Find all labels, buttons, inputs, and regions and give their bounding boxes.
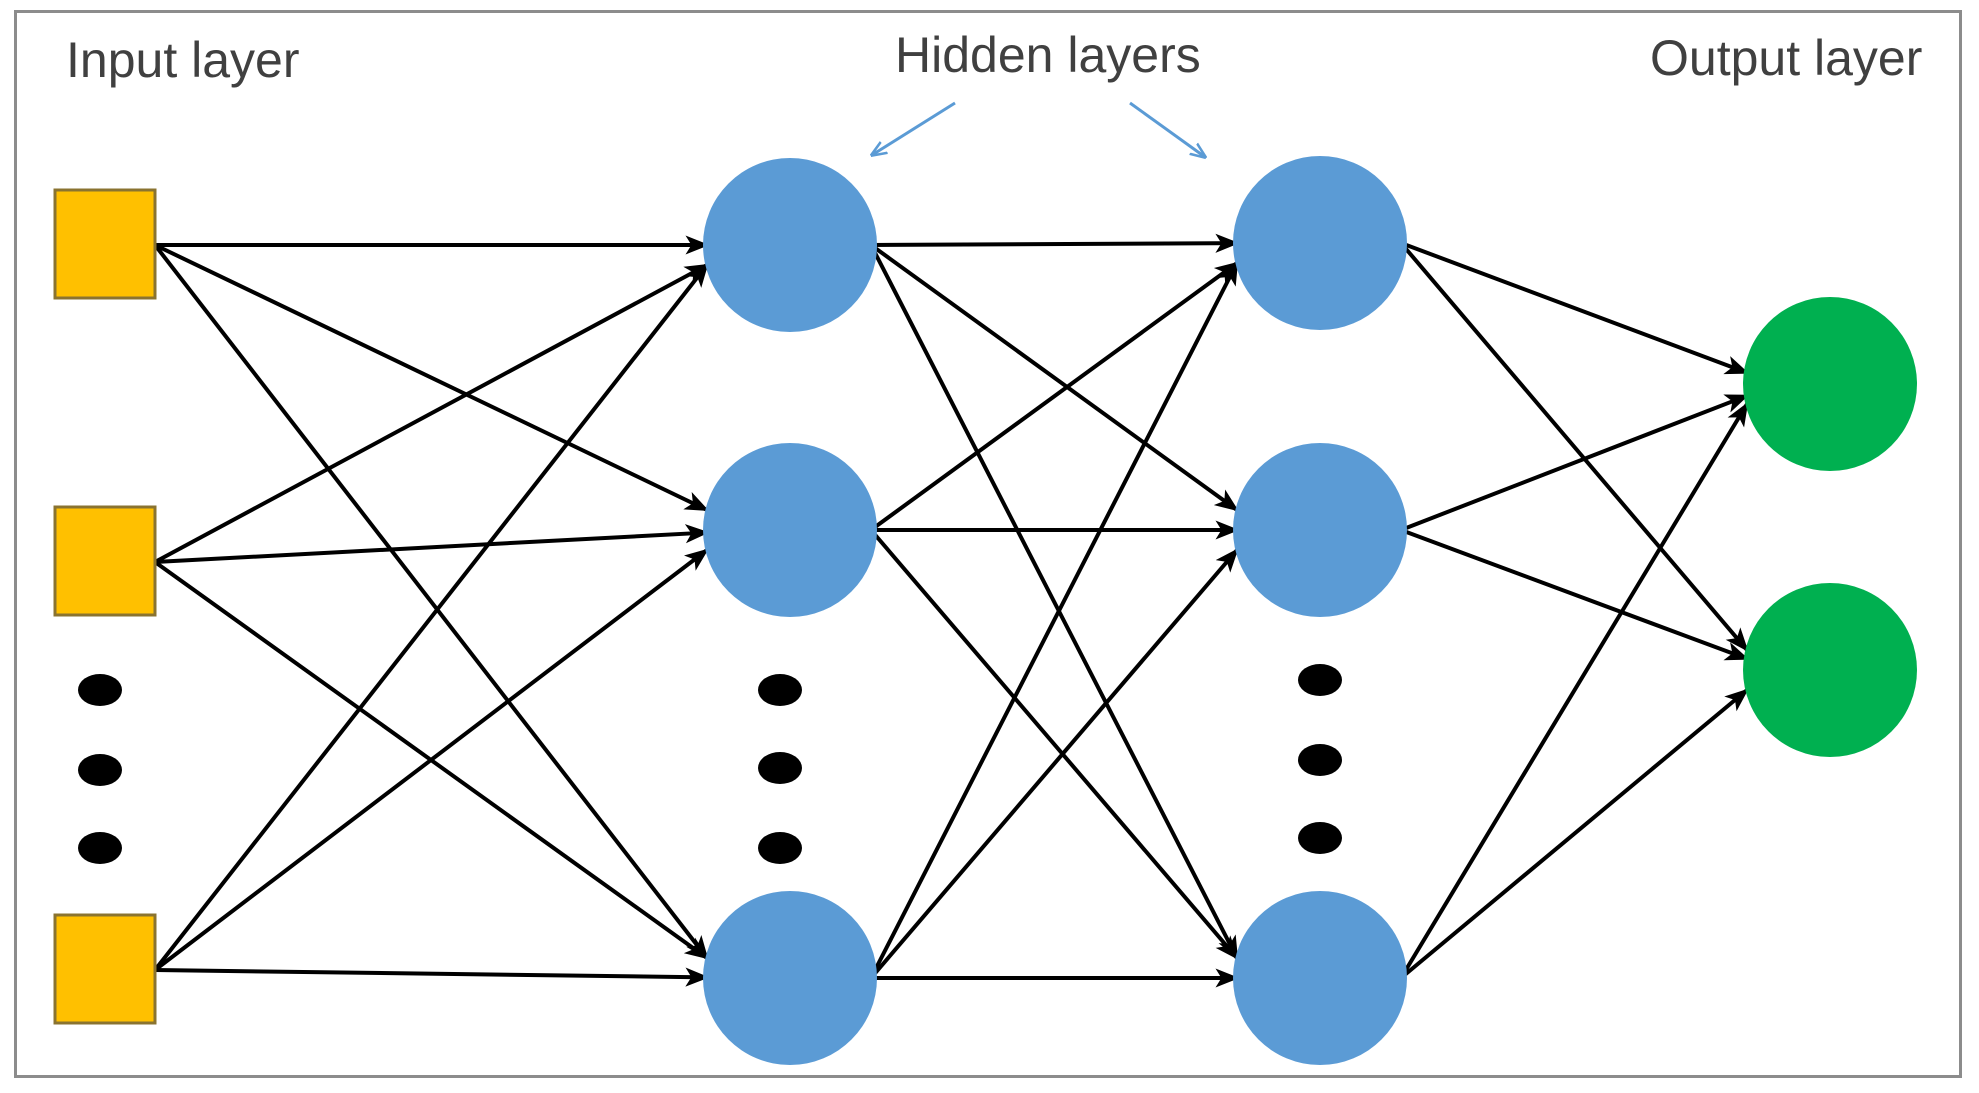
connection-hidden-2-3-to-output-2 <box>1399 688 1749 980</box>
connection-input-1-to-hidden-1-2 <box>154 243 710 512</box>
connection-hidden-2-2-to-output-1 <box>1400 393 1750 532</box>
input-node-2 <box>53 505 157 617</box>
hidden-layer-1-pointer-arrow <box>872 101 956 155</box>
connection-hidden-1-1-to-hidden-2-3 <box>869 244 1239 961</box>
hidden-layers-label: Hidden layers <box>895 27 1201 83</box>
connection-hidden-1-1-to-hidden-2-2 <box>869 243 1239 512</box>
connection-hidden-2-1-to-output-2 <box>1399 241 1749 652</box>
connection-hidden-2-1-to-output-1 <box>1400 241 1750 375</box>
hidden-2-ellipsis-dot-3 <box>1298 822 1342 854</box>
connection-input-1-to-hidden-1-3 <box>153 243 709 960</box>
hidden-2-node-1 <box>1233 156 1407 330</box>
output-layer-label: Output layer <box>1650 30 1922 86</box>
input-node-1 <box>53 188 157 300</box>
connection-hidden-1-1-to-hidden-2-1 <box>870 233 1240 253</box>
input-ellipsis-dot-1 <box>78 674 122 706</box>
connection-hidden-1-2-to-hidden-2-1 <box>869 261 1239 532</box>
hidden-1-node-1 <box>703 158 877 332</box>
connection-input-2-to-hidden-1-1 <box>154 263 710 564</box>
input-ellipsis-dot-3 <box>78 832 122 864</box>
ellipsis-dots <box>78 664 1342 864</box>
input-node-3 <box>53 913 157 1025</box>
hidden-1-ellipsis-dot-1 <box>758 674 802 706</box>
input-ellipsis-dot-2 <box>78 754 122 786</box>
connection-hidden-1-3-to-hidden-2-2 <box>869 548 1239 980</box>
connection-hidden-1-2-to-hidden-2-3 <box>869 528 1239 960</box>
hidden-1-ellipsis-dot-2 <box>758 752 802 784</box>
connection-input-3-to-hidden-1-2 <box>153 548 709 972</box>
connection-hidden-2-3-to-output-1 <box>1399 401 1749 980</box>
nodes <box>53 156 1917 1065</box>
output-node-1 <box>1743 297 1917 471</box>
hidden-layer-2-pointer-arrow <box>1129 101 1205 157</box>
input-layer-label: Input layer <box>66 32 299 88</box>
connection-hidden-2-2-to-output-2 <box>1400 528 1750 661</box>
hidden-1-node-3 <box>703 891 877 1065</box>
hidden-1-ellipsis-dot-3 <box>758 832 802 864</box>
diagram-frame <box>14 10 1962 1078</box>
hidden-2-ellipsis-dot-2 <box>1298 744 1342 776</box>
hidden-2-node-2 <box>1233 443 1407 617</box>
hidden-1-node-2 <box>703 443 877 617</box>
connection-input-2-to-hidden-1-2 <box>154 524 710 564</box>
connection-input-3-to-hidden-1-1 <box>153 263 709 972</box>
connections <box>153 233 1750 988</box>
connection-hidden-1-3-to-hidden-2-1 <box>869 260 1239 979</box>
hidden-2-node-3 <box>1233 891 1407 1065</box>
connection-input-3-to-hidden-1-3 <box>154 967 710 987</box>
hidden-2-ellipsis-dot-1 <box>1298 664 1342 696</box>
output-node-2 <box>1743 583 1917 757</box>
